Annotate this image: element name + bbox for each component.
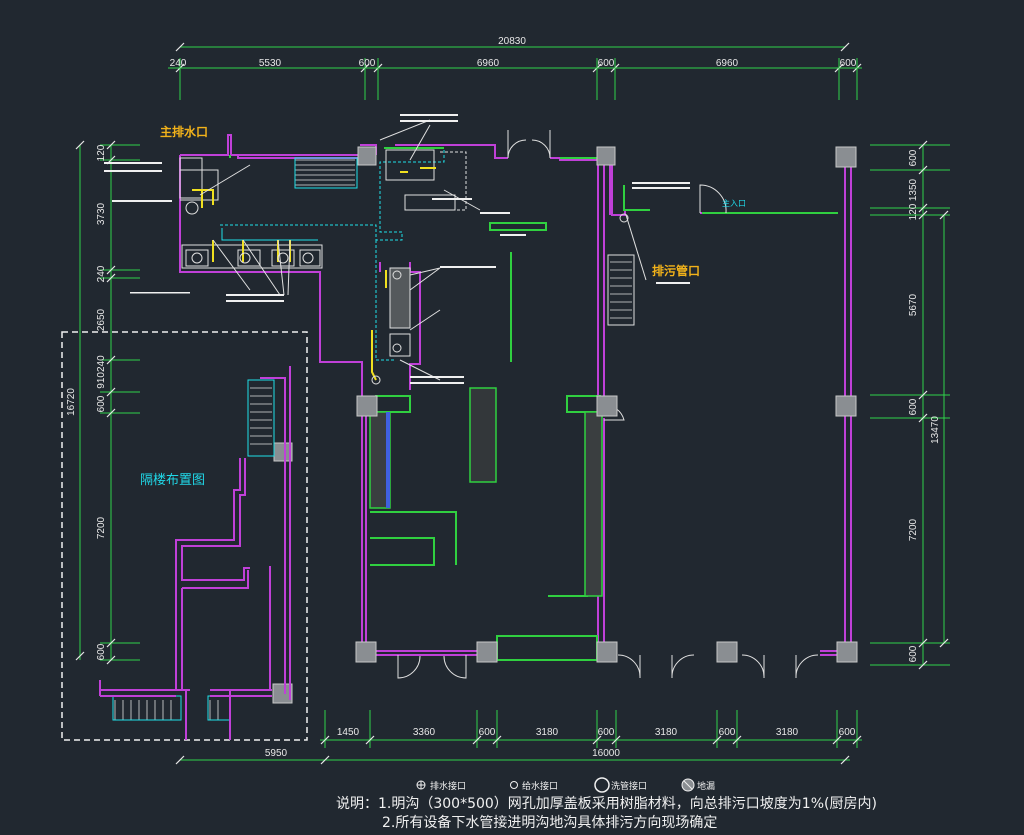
mezzanine-plan: 隔楼布置图 (61, 331, 308, 741)
dim-bottom-seg-4: 3180 (536, 727, 559, 738)
sewage-pipe-label: 排污管口 (652, 263, 700, 278)
mezzanine-label: 隔楼布置图 (140, 473, 205, 488)
bottom-dimensions: 1450 3360 600 3180 600 3180 600 3180 600… (175, 710, 862, 765)
dim-left-seg-8: 600 (96, 643, 107, 660)
water-supply-icon (510, 781, 518, 789)
dim-right-extensions (870, 144, 950, 666)
dim-right-seg-6: 7200 (908, 518, 919, 541)
dim-right-ticks (918, 140, 928, 670)
dim-left-total: 16720 (66, 388, 77, 416)
dim-left-seg-1: 120 (96, 144, 107, 161)
dim-top-total: 20830 (498, 36, 526, 47)
dim-left-extensions (100, 144, 140, 661)
stairs (112, 157, 635, 721)
dim-left-seg-6: 600 (96, 395, 107, 412)
legend-label-water-supply: 给水接口 (522, 780, 558, 792)
dim-right-seg-2: 1350 (908, 178, 919, 201)
dim-bottom-seg-8: 3180 (776, 727, 799, 738)
annotation-tags (104, 114, 690, 384)
dim-bottom-seg-9: 600 (839, 727, 856, 738)
dim-top-seg-3: 600 (359, 58, 376, 69)
dim-top-seg-2: 5530 (259, 58, 282, 69)
drain-outlet-icon (416, 780, 426, 790)
dim-top-seg-4: 6960 (477, 58, 500, 69)
right-dimensions: 600 1350 120 5670 600 7200 600 13470 (870, 140, 950, 670)
entrance-label: 主入口 (722, 198, 746, 208)
note-line-1: 说明：1.明沟（300*500）网孔加厚盖板采用树脂材料，向总排污口坡度为1%(… (336, 796, 877, 812)
legend-label-drain: 排水接口 (430, 780, 466, 792)
dim-right-seg-3: 120 (908, 203, 919, 220)
dim-bottom-total-right: 16000 (592, 748, 620, 759)
dim-left-seg-4: 2650 (96, 308, 107, 331)
dim-top-seg-1: 240 (170, 58, 187, 69)
main-drain-label: 主排水口 (160, 124, 208, 139)
legend: 排水接口 给水接口 洗管接口 地漏 (416, 777, 715, 793)
dim-right-seg-1: 600 (908, 149, 919, 166)
legend-label-wash: 洗管接口 (611, 780, 647, 792)
dim-bottom-seg-2: 3360 (413, 727, 436, 738)
dim-bottom-seg-5: 600 (598, 727, 615, 738)
legend-item-wash: 洗管接口 (594, 777, 647, 793)
doors (397, 130, 819, 679)
legend-label-floor-drain: 地漏 (697, 780, 715, 792)
wash-outlet-icon (594, 777, 610, 793)
dim-left-seg-3: 240 (96, 265, 107, 282)
dim-top-seg-7: 600 (840, 58, 857, 69)
floor-drain-icon (681, 778, 695, 792)
dim-top-seg-6: 6960 (716, 58, 739, 69)
dim-bottom-extensions (324, 710, 858, 748)
dim-bottom-seg-6: 3180 (655, 727, 678, 738)
dim-top-seg-5: 600 (598, 58, 615, 69)
dim-left-seg-2: 3730 (96, 202, 107, 225)
dim-top-extensions (179, 58, 858, 100)
dim-right-seg-5: 600 (908, 398, 919, 415)
dim-bottom-seg-3: 600 (479, 727, 496, 738)
plumbing (179, 119, 647, 385)
dim-right-seg-4: 5670 (908, 293, 919, 316)
legend-item-water-supply: 给水接口 (510, 780, 558, 792)
dim-bottom-seg-7: 600 (719, 727, 736, 738)
dim-left-seg-5: 910240 (96, 355, 107, 389)
legend-item-drain: 排水接口 (416, 780, 466, 792)
dim-right-seg-7: 600 (908, 645, 919, 662)
left-dimensions: 16720 120 3730 240 2650 9102 (66, 140, 140, 665)
dim-bottom-ticks (320, 735, 862, 745)
walls (179, 134, 852, 661)
legend-item-floor-drain: 地漏 (681, 778, 715, 792)
note-line-2: 2.所有设备下水管接进明沟地沟具体排污方向现场确定 (382, 815, 718, 831)
columns (272, 146, 858, 704)
dim-left-seg-7: 7200 (96, 516, 107, 539)
top-dimensions: 20830 240 5530 600 6960 600 6960 600 (168, 36, 862, 100)
dim-bottom-total-left: 5950 (265, 748, 288, 759)
dim-right-total: 13470 (930, 416, 941, 444)
dim-bottom-seg-1: 1450 (337, 727, 360, 738)
